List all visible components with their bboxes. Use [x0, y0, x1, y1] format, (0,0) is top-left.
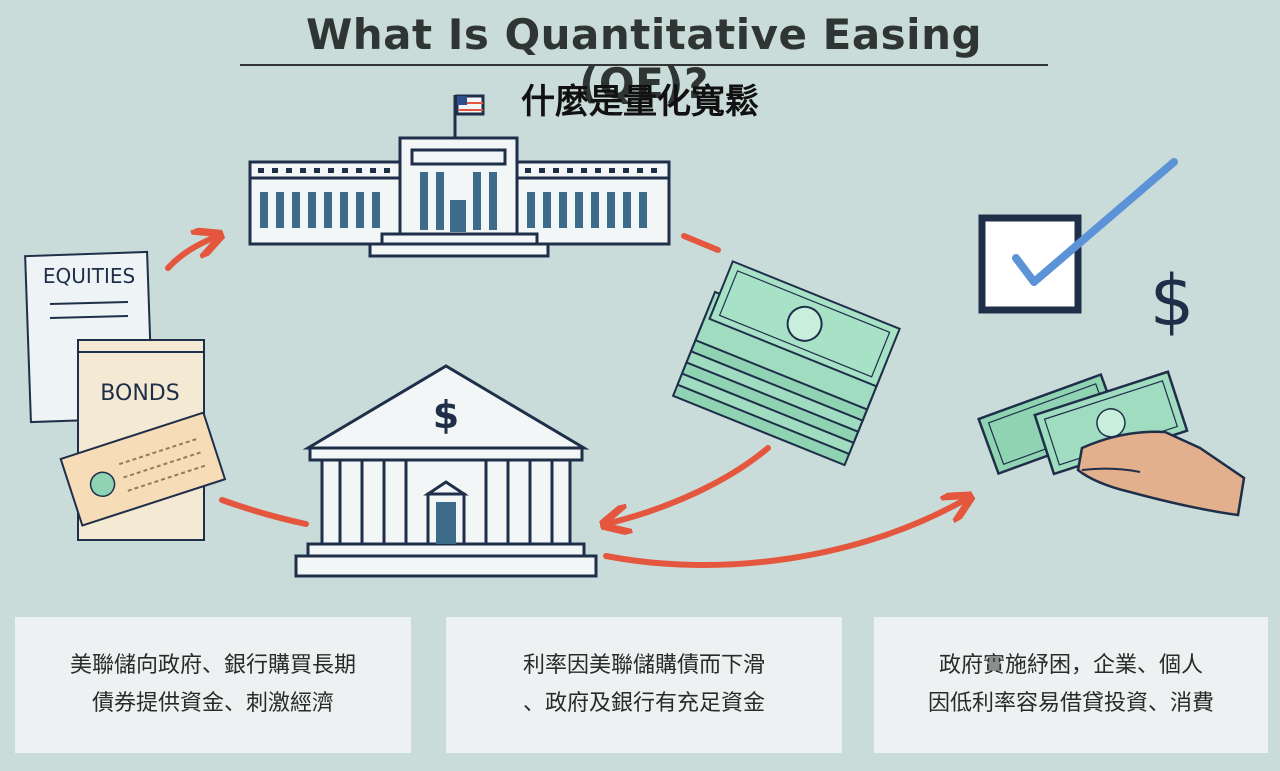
step-2-line-1: 利率因美聯儲購債而下滑	[522, 653, 765, 678]
fed-window-dots	[258, 168, 657, 173]
step-3-line-1: 政府實施紓困，企業、個人	[938, 653, 1203, 678]
title-underline	[240, 64, 1048, 66]
bank-building-icon	[294, 364, 598, 578]
arrow-to-fed	[165, 236, 218, 271]
diagram-subtitle: 什麼是量化寬鬆	[521, 82, 759, 122]
fed-windows	[260, 172, 647, 232]
bonds-label: BONDS	[100, 381, 179, 406]
money-stack-icon	[671, 260, 901, 467]
illustration: EQUITIES BONDS $	[24, 94, 1246, 578]
bank-dollar-sign: $	[433, 393, 459, 437]
step-2-line-2: 、政府及銀行有充足資金	[522, 691, 765, 716]
bond-certificate-icon	[59, 411, 227, 527]
arrow-bonds-to-bank	[219, 497, 309, 527]
step-3-line-2: 因低利率容易借貸投資、消費	[927, 691, 1214, 716]
hand-with-money-icon	[977, 370, 1246, 517]
equities-label: EQUITIES	[43, 264, 135, 288]
arrow-bank-to-public	[603, 498, 968, 568]
step-box-3: 政府實施紓困，企業、個人 因低利率容易借貸投資、消費	[874, 617, 1268, 753]
flow-arrows	[165, 233, 968, 568]
step-box-1: 美聯儲向政府、銀行購買長期 債券提供資金、刺激經濟	[15, 617, 411, 753]
arrow-fed-to-money	[681, 233, 721, 253]
right-dollar-sign: $	[1150, 260, 1195, 342]
diagram-title: What Is Quantitative Easing (QE)?	[305, 10, 983, 108]
arrow-money-to-bank	[606, 445, 771, 524]
step-1-line-1: 美聯儲向政府、銀行購買長期	[69, 653, 356, 678]
step-1-line-2: 債券提供資金、刺激經濟	[91, 691, 334, 716]
checkbox-check-icon	[978, 158, 1178, 314]
step-box-2: 利率因美聯儲購債而下滑 、政府及銀行有充足資金	[446, 617, 842, 753]
